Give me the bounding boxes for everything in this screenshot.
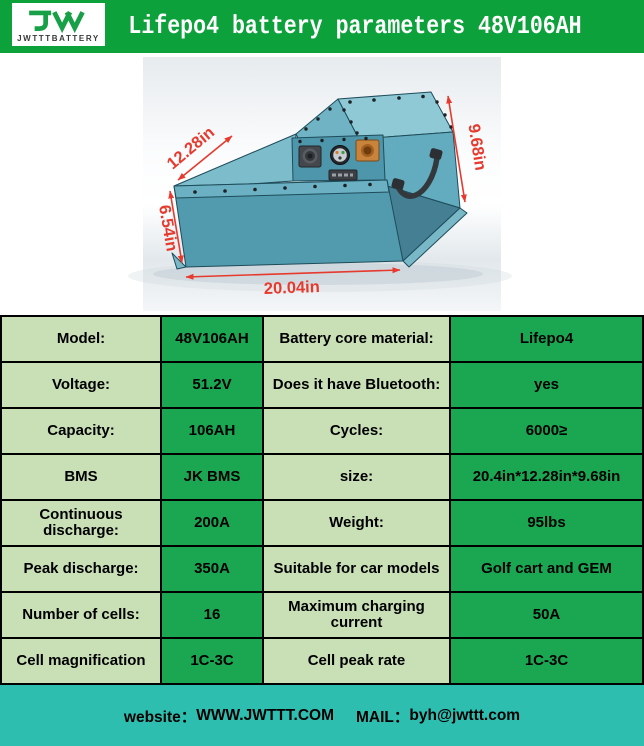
- spec-label-cell: Maximum charging current: [264, 593, 449, 637]
- website-label: website：: [123, 708, 197, 726]
- spec-label-cell: Battery core material:: [264, 317, 449, 361]
- panel-label: [328, 169, 358, 181]
- spec-label-cell: Weight:: [264, 501, 449, 545]
- spec-label-cell: Model:: [2, 317, 160, 361]
- spec-value-cell: 350A: [162, 547, 262, 591]
- jwttt-logo-mark-icon: [28, 10, 85, 33]
- mail-label: MAIL：: [356, 708, 410, 726]
- spec-label-cell: Cell magnification: [2, 639, 160, 683]
- dim-label-bottom: 20.04in: [264, 278, 321, 298]
- dim-arrow-top: [177, 135, 233, 181]
- spec-value-cell: yes: [451, 363, 642, 407]
- carry-handle: [391, 148, 443, 199]
- spec-value-cell: Lifepo4: [451, 317, 642, 361]
- mail-address: byh@jwttt.com: [409, 706, 521, 724]
- footer-bar: website：WWW.JWTTT.COM MAIL：byh@jwttt.com: [0, 685, 644, 746]
- dimension-lines: [168, 95, 467, 280]
- website-url: WWW.JWTTT.COM: [196, 706, 334, 724]
- spec-value-cell: 48V106AH: [162, 317, 262, 361]
- spec-value-cell: 1C-3C: [162, 639, 262, 683]
- spec-label-cell: BMS: [2, 455, 160, 499]
- spec-label-cell: Peak discharge:: [2, 547, 160, 591]
- spec-value-cell: JK BMS: [162, 455, 262, 499]
- spec-label-cell: Voltage:: [2, 363, 160, 407]
- spec-label-cell: Does it have Bluetooth:: [264, 363, 449, 407]
- spec-value-cell: Golf cart and GEM: [451, 547, 642, 591]
- battery-3d-render: 12.28in 9.68in 6.54in 20.04in: [128, 57, 512, 311]
- logo-brand-text: JWTTTBATTERY: [17, 33, 100, 43]
- spec-table: Model: 48V106AH Battery core material: L…: [0, 315, 644, 685]
- spec-label-cell: Suitable for car models: [264, 547, 449, 591]
- spec-value-cell: 1C-3C: [451, 639, 642, 683]
- spec-value-cell: 50A: [451, 593, 642, 637]
- dim-arrow-right: [446, 95, 467, 203]
- spec-label-cell: Continuous discharge:: [2, 501, 160, 545]
- dim-arrow-bottom: [185, 267, 401, 280]
- header-bar: JWTTTBATTERY Lifepo4 battery parameters …: [0, 0, 644, 53]
- spec-label-cell: Capacity:: [2, 409, 160, 453]
- page-title: Lifepo4 battery parameters 48V106AH: [128, 11, 582, 41]
- spec-value-cell: 95lbs: [451, 501, 642, 545]
- spec-label-cell: Cell peak rate: [264, 639, 449, 683]
- spec-value-cell: 20.4in*12.28in*9.68in: [451, 455, 642, 499]
- spec-label-cell: Number of cells:: [2, 593, 160, 637]
- dim-arrow-left: [168, 190, 184, 264]
- spec-value-cell: 16: [162, 593, 262, 637]
- spec-label-cell: Cycles:: [264, 409, 449, 453]
- spec-value-cell: 6000≥: [451, 409, 642, 453]
- jwttt-logo: JWTTTBATTERY: [12, 3, 105, 46]
- screws: [193, 94, 453, 194]
- spec-value-cell: 106AH: [162, 409, 262, 453]
- spec-value-cell: 200A: [162, 501, 262, 545]
- connector-panel: [298, 139, 380, 181]
- spec-label-cell: size:: [264, 455, 449, 499]
- battery-body: [171, 91, 468, 270]
- spec-value-cell: 51.2V: [162, 363, 262, 407]
- battery-figure: 12.28in 9.68in 6.54in 20.04in: [0, 53, 644, 315]
